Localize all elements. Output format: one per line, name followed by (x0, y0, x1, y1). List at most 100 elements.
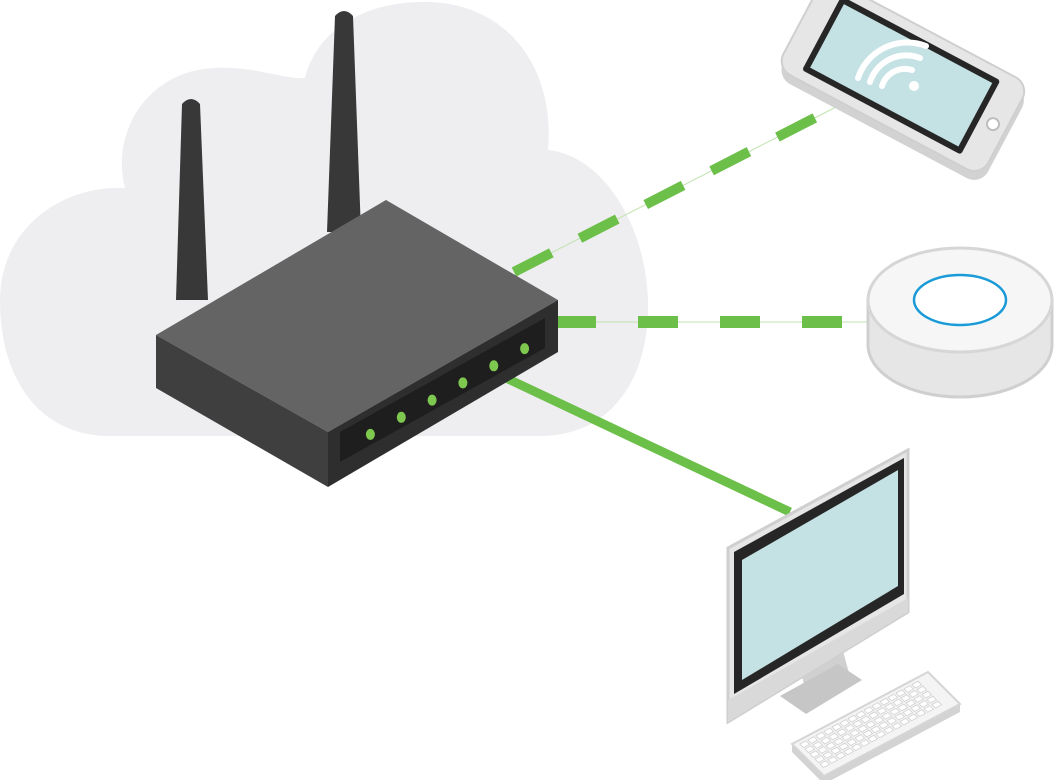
keyboard-key (886, 717, 898, 725)
keyboard-key (879, 697, 891, 706)
monitor-chin (728, 598, 908, 722)
keyboard-key (921, 690, 933, 699)
keyboard-key (831, 723, 843, 731)
keyboard-key (916, 685, 928, 694)
wifi-arc-outer (855, 39, 929, 81)
keyboard-key (804, 745, 816, 753)
keyboard-key (830, 746, 842, 755)
keyboard-key (814, 755, 826, 763)
keyboard-key (907, 713, 919, 722)
keyboard-key (827, 756, 839, 764)
keyboard-key (849, 729, 861, 737)
smart-speaker-icon (866, 246, 1054, 399)
keyboard-key (902, 708, 914, 717)
keyboard-key (926, 695, 938, 704)
keyboard-key (894, 712, 906, 721)
keyboard-key (819, 760, 831, 768)
keyboard-key (910, 704, 922, 712)
keyboard-key (931, 700, 943, 709)
tablet-icon (780, 0, 1026, 180)
keyboard-key (825, 741, 837, 750)
keyboard-key (833, 737, 845, 746)
keyboard-key (823, 727, 835, 736)
keyboard-key (847, 714, 859, 723)
speaker-ring (912, 273, 1008, 327)
keyboard-key (822, 751, 834, 759)
desktop-computer-icon (726, 447, 910, 725)
keyboard-key (873, 716, 885, 724)
wifi-arc-middle (867, 52, 923, 85)
status-led (396, 411, 406, 423)
keyboard-keys (799, 680, 943, 768)
antenna-left (176, 99, 208, 300)
keyboard-key (846, 738, 858, 746)
network-links (504, 101, 870, 517)
keyboard-key (887, 693, 899, 702)
tablet-screen (810, 4, 993, 147)
status-led (520, 343, 530, 355)
keyboard-key (841, 733, 853, 741)
keyboard-key (913, 695, 925, 703)
keyboard-key (799, 740, 811, 748)
keyboard-key (839, 719, 851, 727)
keyboard-key (844, 724, 856, 732)
wifi-arc-inner (879, 65, 915, 89)
keyboard-key (854, 734, 866, 742)
keyboard-key (807, 736, 819, 744)
keyboard-key (892, 698, 904, 707)
wifi-dot (909, 81, 919, 91)
keyboard-key (905, 699, 917, 707)
keyboard-key (891, 722, 903, 730)
monitor-screen (742, 470, 898, 680)
keyboard-key (915, 709, 927, 717)
keyboard-key (867, 734, 879, 743)
keyboard-key (843, 747, 855, 756)
keyboard-key (870, 725, 882, 734)
keyboard-key (835, 751, 847, 760)
keyboard-key (857, 724, 869, 733)
status-led (365, 428, 375, 440)
keyboard-key (875, 730, 887, 739)
keyboard-key (820, 736, 832, 745)
keyboard-key (828, 732, 840, 741)
router-top-face (156, 200, 558, 432)
antenna-right (327, 11, 361, 232)
status-led (427, 394, 437, 406)
status-leds (365, 343, 530, 440)
link-solid-line (504, 373, 792, 517)
keyboard-key (881, 712, 893, 720)
keyboard-key (884, 702, 896, 711)
keyboard-key (815, 731, 827, 740)
keyboard-key (851, 743, 863, 751)
tablet-home-button (985, 117, 1000, 132)
keyboard-key (852, 719, 864, 728)
keyboard-key (871, 702, 883, 710)
keyboard-key (859, 739, 871, 747)
keyboard-key (860, 715, 872, 724)
status-led (489, 360, 499, 372)
router-left-side (156, 335, 328, 487)
keyboard-key (908, 690, 920, 698)
keyboard-icon (790, 670, 962, 780)
keyboard-key (911, 680, 923, 689)
keyboard-key (903, 685, 915, 693)
monitor-stand-base (780, 664, 862, 714)
keyboard-key (923, 705, 935, 713)
keyboard-key (863, 706, 875, 714)
keyboard-key (918, 700, 930, 708)
keyboard-key (868, 711, 880, 719)
wireless-link-tablet (511, 101, 841, 277)
keyboard-key (899, 717, 911, 726)
keyboard-key (883, 726, 895, 734)
keyboard-key (812, 741, 824, 749)
keyboard-key (855, 710, 867, 719)
link-dashed-line (511, 101, 841, 277)
wireless-router-icon (156, 11, 558, 487)
keyboard-key (817, 746, 829, 754)
keyboard-key (889, 707, 901, 716)
keyboard-key (900, 694, 912, 702)
keyboard-key (895, 689, 907, 697)
keyboard-key (836, 728, 848, 736)
